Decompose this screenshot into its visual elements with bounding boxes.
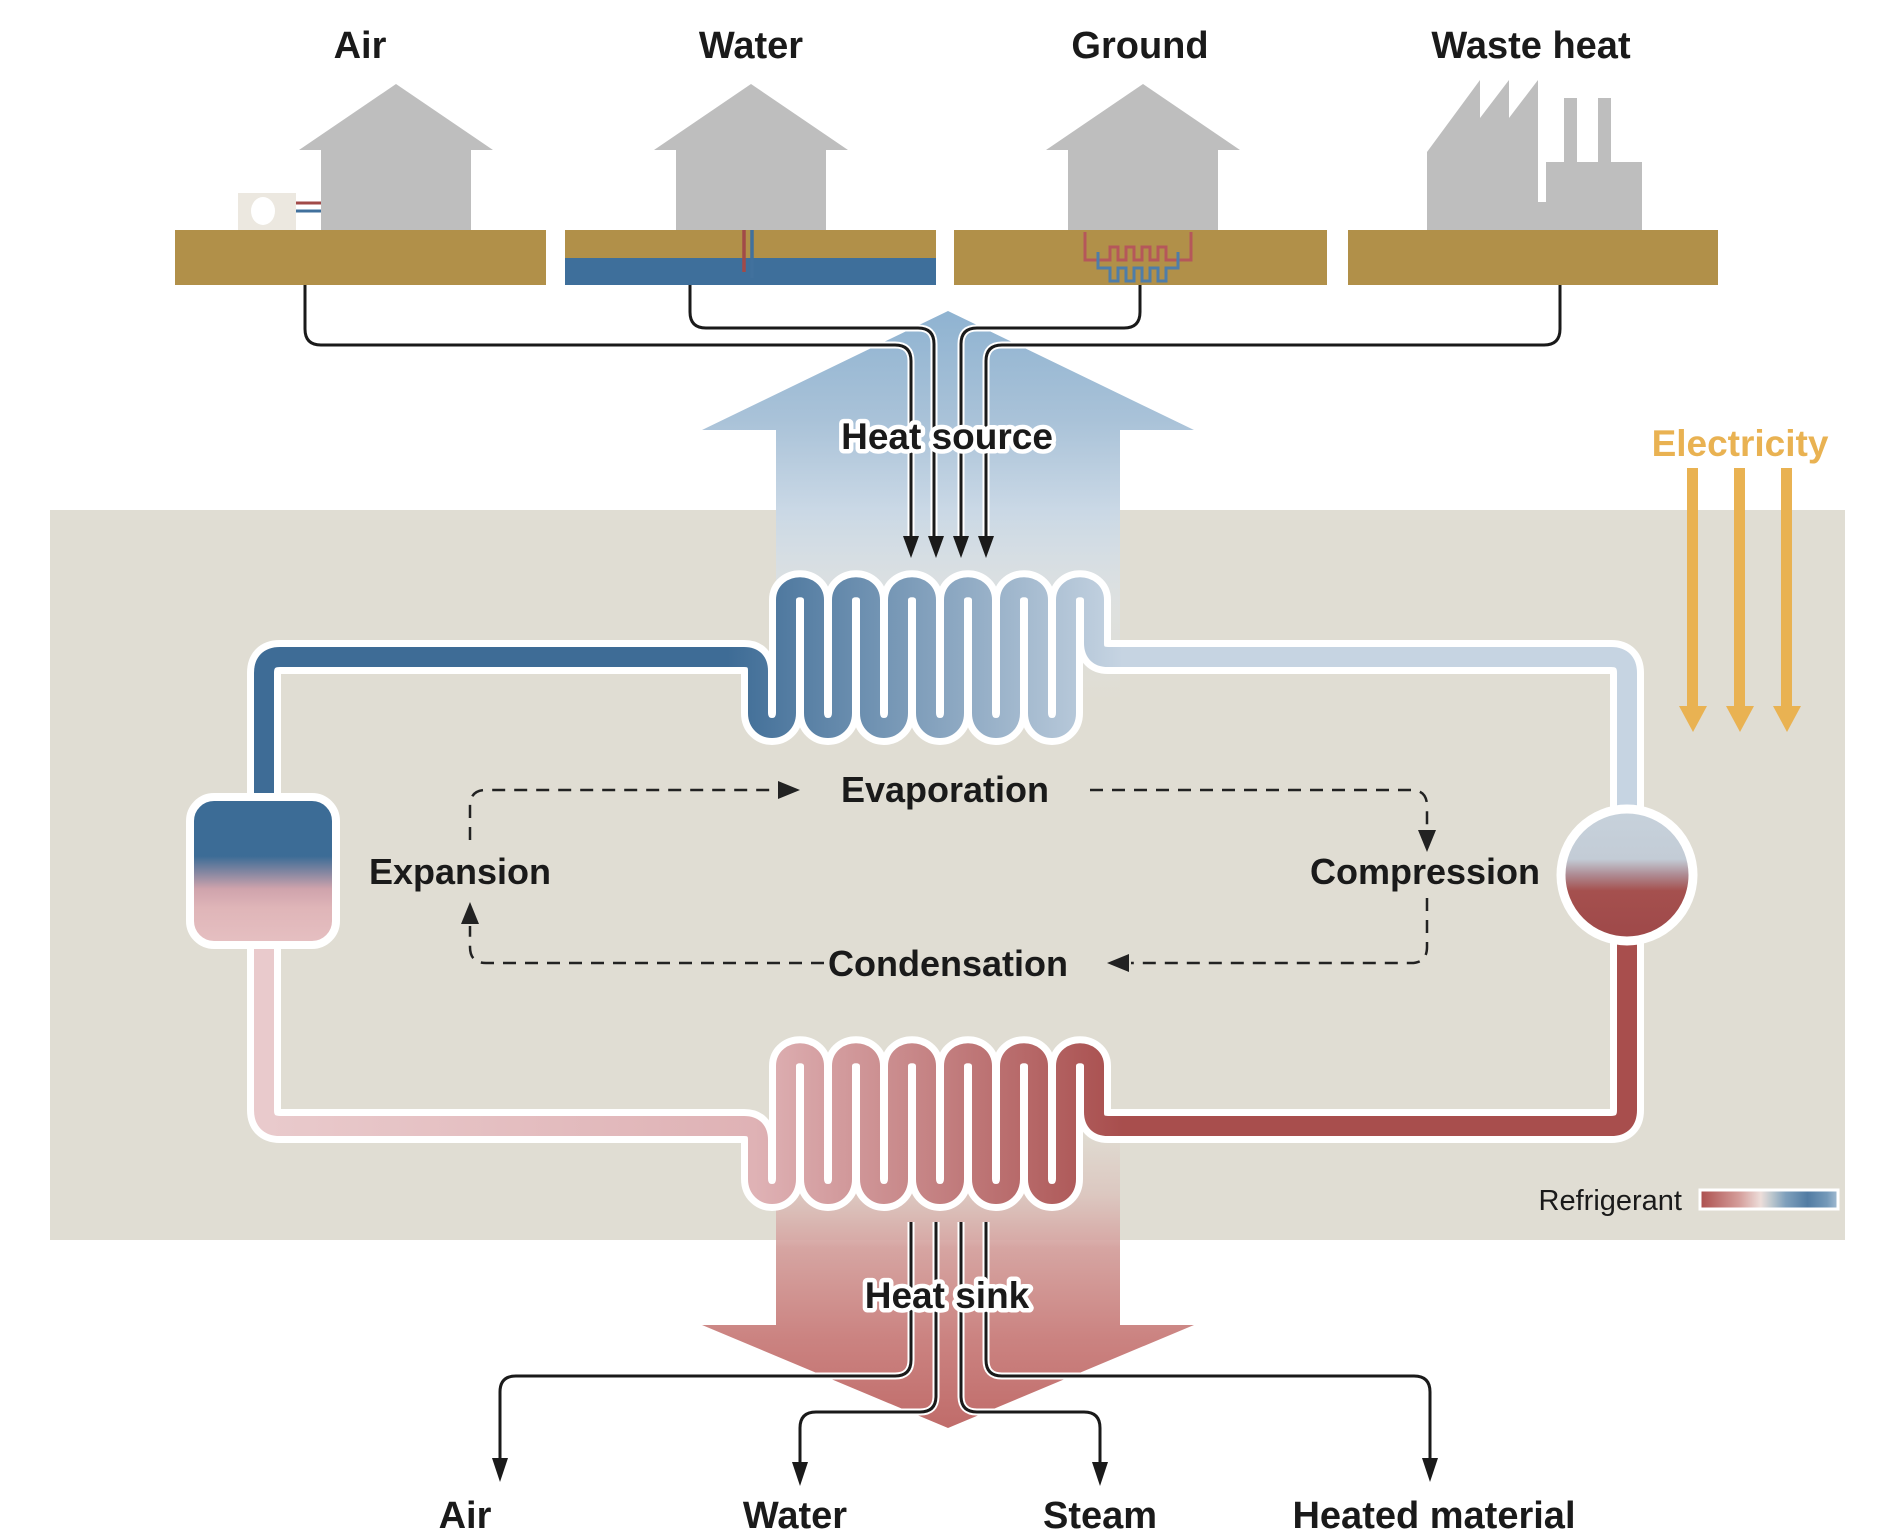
heat-sink-outputs-row: Air Water Steam Heated material [439,1495,1576,1537]
condensation-label: Condensation [828,943,1068,984]
electricity-label: Electricity [1652,423,1829,464]
arrow-left-icon [1107,954,1129,972]
house-with-ground-loop-icon [954,84,1327,285]
arrow-down-icon [978,536,994,558]
flow-line-to-air [498,1222,913,1458]
electricity-arrows-icon [1679,468,1801,732]
source-flow-lines [301,285,1564,558]
cycle-arrowheads [461,781,1436,972]
house-roof [1046,84,1240,150]
output-label-air: Air [439,1495,492,1537]
arrow-down-icon [953,536,969,558]
heat-sink-label: Heat sink [865,1275,1030,1316]
source-label-waste-heat: Waste heat [1431,25,1631,67]
cycle-dashed-loop [468,788,1429,965]
output-label-heated-material: Heated material [1292,1495,1575,1537]
source-ground: Ground [954,25,1327,285]
flow-line-to-water [798,1222,938,1462]
arrow-down-icon [1418,830,1436,852]
arrow-down-icon [792,1462,808,1486]
flow-line-from-air [303,285,913,536]
refrigerant-legend-label: Refrigerant [1539,1185,1682,1217]
flow-lines [303,285,1562,536]
source-label-ground: Ground [1071,25,1208,67]
factory-chimney [1564,98,1577,162]
ground-loop-cold-coil [1096,252,1180,283]
source-label-water: Water [699,25,803,67]
sink-flow-lines [492,1222,1438,1486]
expansion-valve-icon [186,793,340,949]
refrigerant-legend: Refrigerant [1539,1185,1840,1217]
arrow-down-icon [492,1458,508,1482]
factory-icon [1348,80,1718,285]
evaporation-label: Evaporation [841,769,1049,810]
source-water: Water [565,25,936,285]
arrow-down-icon [1092,1462,1108,1486]
expansion-label: Expansion [369,851,551,892]
house-body [321,148,471,230]
flow-line-from-ground [959,285,1142,536]
flow-arrowheads-out [492,1458,1438,1486]
compression-label: Compression [1310,851,1540,892]
ground-loop-hot-coil [1083,232,1193,262]
fan-opening [251,197,275,225]
house-on-groundwater-icon [565,84,936,285]
flow-lines [498,1222,1432,1462]
flow-line-from-waste-heat [984,285,1562,536]
house-body [676,148,826,230]
source-label-air: Air [334,25,387,67]
cycle-dash-top-left [468,788,776,840]
factory-building [1427,80,1642,230]
source-waste-heat: Waste heat [1348,25,1718,285]
flow-arrowheads-in [903,536,994,558]
heat-source-label: Heat source [841,416,1053,457]
arrow-right-icon [778,781,800,799]
electricity-input: Electricity [1652,423,1829,732]
flow-line-from-water [688,285,936,536]
ground-strip [175,230,546,285]
condenser-coil-pipe [254,938,1637,1204]
ground-strip [1348,230,1718,285]
house-roof [299,84,493,150]
evaporator-coil-pipe [254,577,1637,812]
factory-chimney [1598,98,1611,162]
output-label-steam: Steam [1043,1495,1157,1537]
arrow-down-icon [903,536,919,558]
cycle-dash-bottom-left [468,926,824,965]
compressor-icon [1556,804,1698,946]
house-body [1068,148,1218,230]
house-with-heatpump-fan-icon [175,84,546,285]
arrow-down-icon [1422,1458,1438,1482]
source-air: Air [175,25,546,285]
flow-line-to-steam [959,1222,1102,1462]
arrow-up-icon [461,902,479,924]
refrigerant-gradient-bar-icon [1698,1188,1840,1211]
cycle-dash-bottom-right [1131,898,1429,965]
output-label-water: Water [743,1495,847,1537]
cycle-dash-top-right [1090,788,1429,828]
refrigerant-circuit [186,570,1698,1211]
arrow-down-icon [928,536,944,558]
heat-sources-row: Air Water G [175,25,1718,285]
house-roof [654,84,848,150]
flow-line-to-heated-material [984,1222,1432,1458]
